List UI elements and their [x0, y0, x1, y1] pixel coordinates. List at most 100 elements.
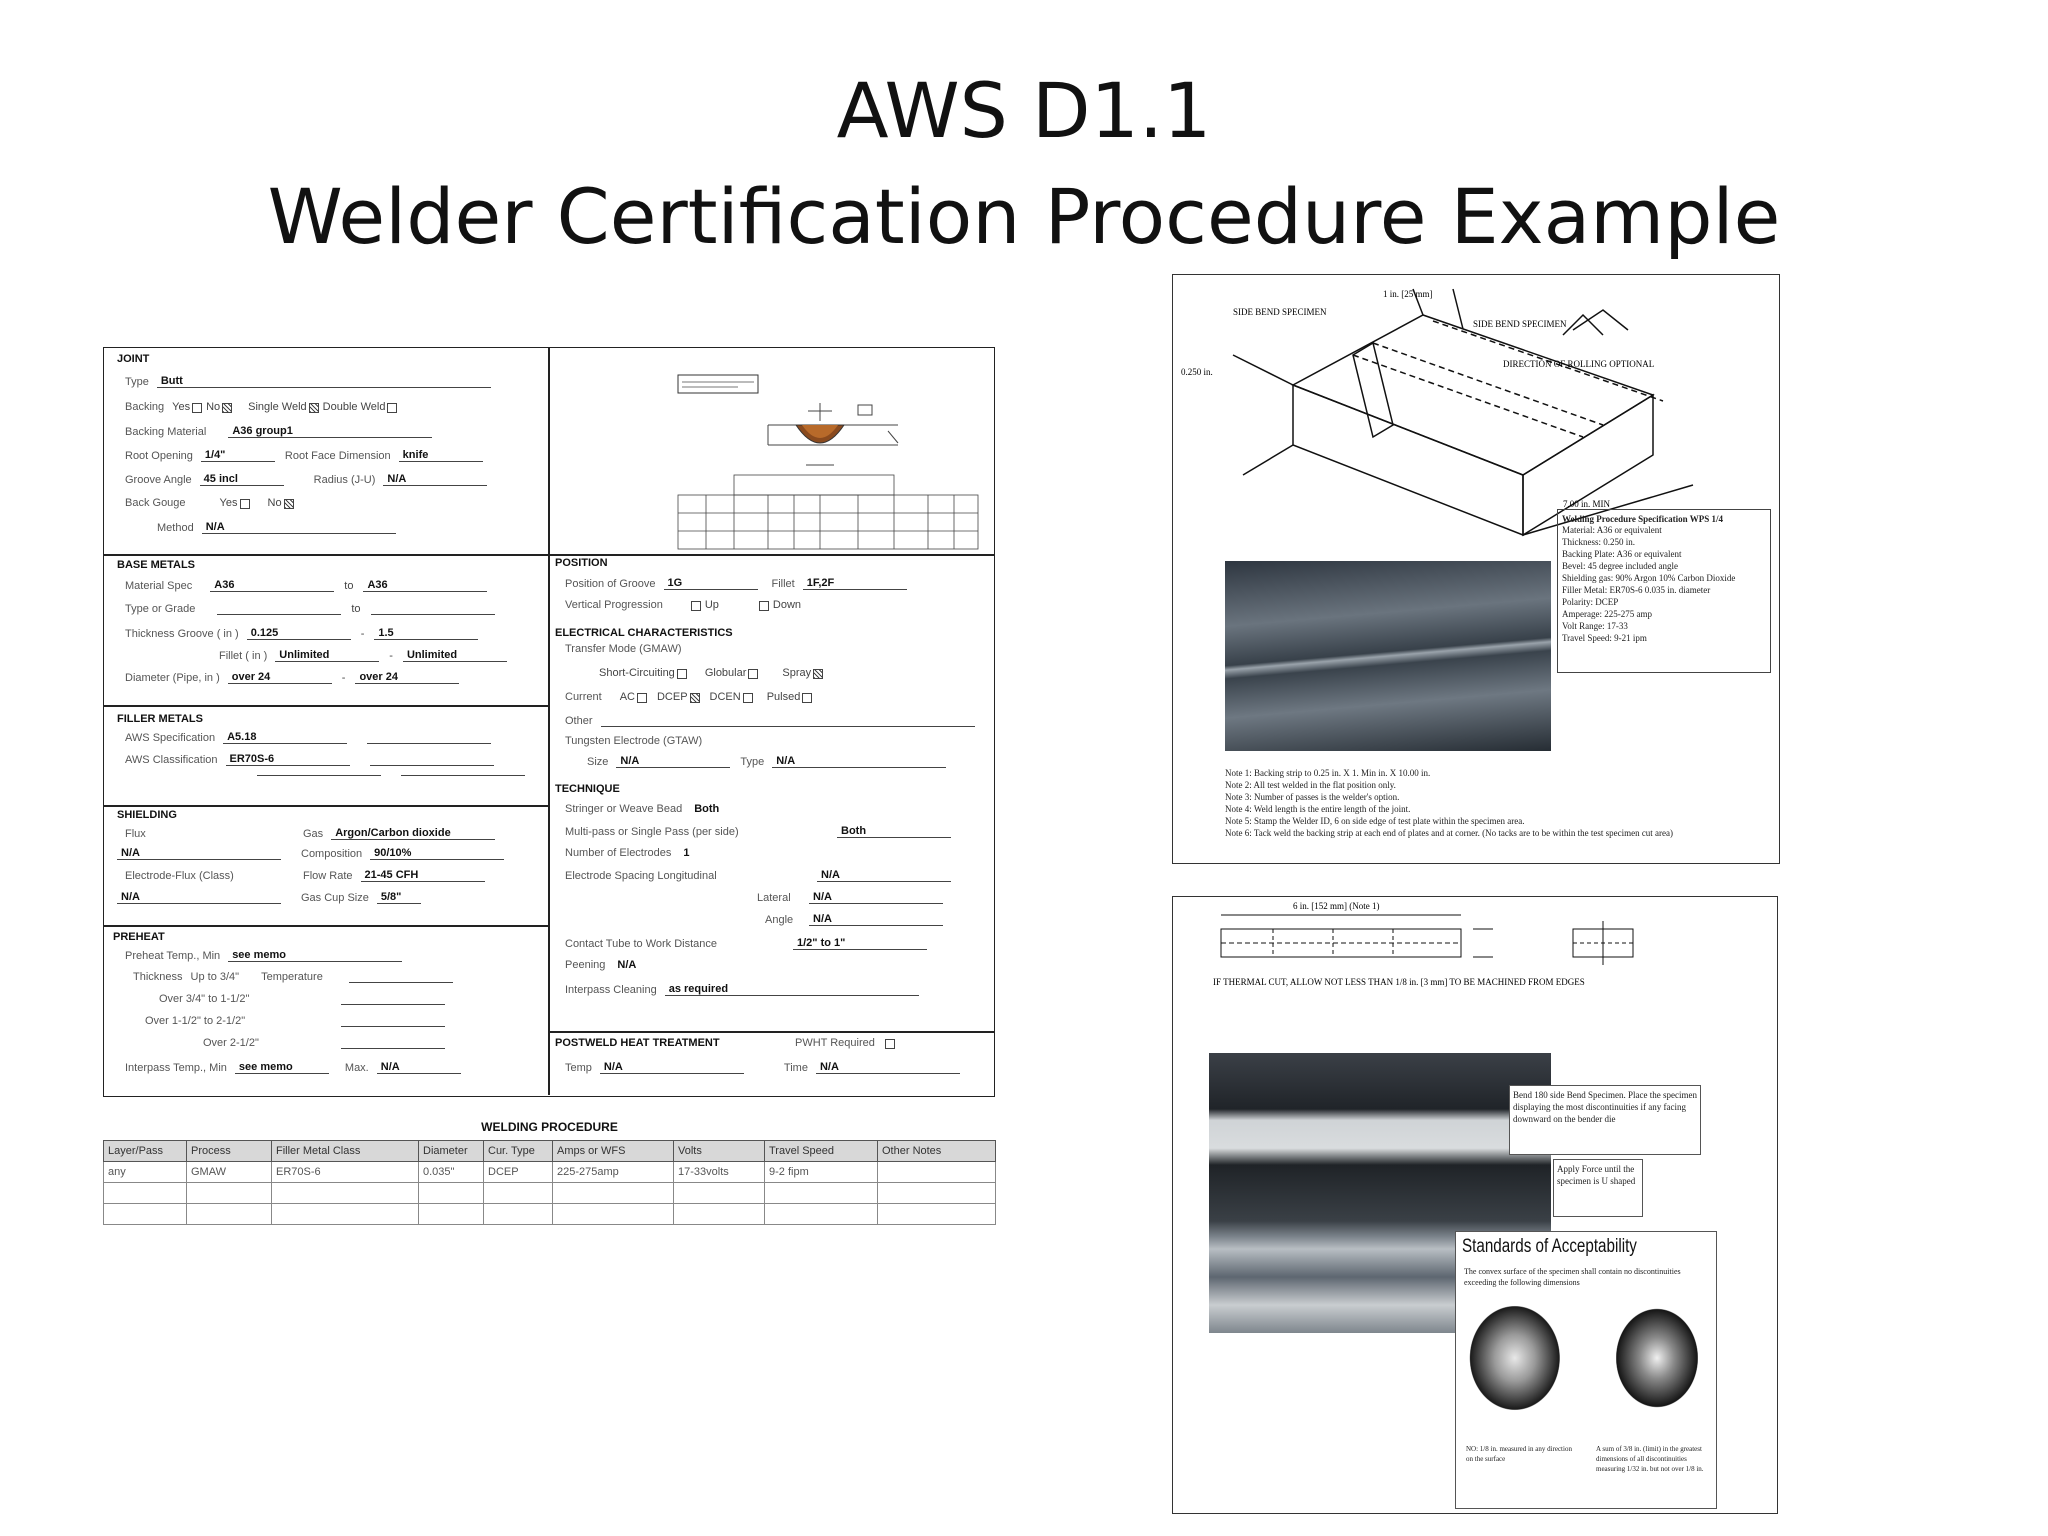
electrode-flux-value: N/A	[117, 891, 281, 904]
fillet-min: Unlimited	[275, 649, 380, 662]
type-grade-value2	[370, 614, 495, 615]
aws-extra-field	[257, 775, 381, 776]
double-weld: Double Weld	[322, 401, 386, 413]
checkbox	[689, 693, 700, 703]
root-face-value: knife	[398, 449, 483, 462]
current-label: Current	[565, 691, 602, 703]
table-row: any GMAW ER70S-6 0.035" DCEP 225-275amp …	[103, 1161, 996, 1183]
backing-no: No	[206, 401, 221, 413]
joint-detail-sketch	[677, 374, 979, 550]
joint-heading: JOINT	[117, 353, 150, 365]
checkbox	[742, 693, 753, 703]
table-header-row: Layer/Pass Process Filler Metal Class Di…	[103, 1140, 996, 1162]
short-circuiting-label: Short-Circuiting	[599, 667, 675, 679]
note-line: Note 4: Weld length is the entire length…	[1225, 804, 1411, 814]
table-cell: 225-275amp	[552, 1161, 674, 1183]
checkbox	[239, 499, 250, 509]
backing-label: Backing	[125, 401, 165, 413]
material-spec-value2: A36	[363, 579, 488, 592]
welded-plate-photo	[1225, 561, 1551, 751]
interpass-cleaning-value: as required	[664, 983, 919, 996]
table-cell: 9-2 fipm	[764, 1161, 878, 1183]
slide-title-line1: AWS D1.1	[836, 66, 1212, 155]
peening-label: Peening	[565, 959, 606, 971]
rolling-direction-label: DIRECTION OF ROLLING OPTIONAL	[1503, 359, 1654, 369]
divider	[103, 554, 549, 556]
column-header: Travel Speed	[764, 1140, 878, 1162]
checkbox	[387, 403, 398, 413]
wps-summary-line: Thickness: 0.250 in.	[1562, 537, 1635, 547]
method-value: N/A	[201, 521, 396, 534]
type-label: Type	[125, 376, 149, 388]
vertical-progression-label: Vertical Progression	[565, 599, 663, 611]
to-label: to	[344, 580, 354, 592]
column-header: Cur. Type	[483, 1140, 553, 1162]
lateral-label: Lateral	[757, 892, 791, 904]
wps-summary-line: Filler Metal: ER70S-6 0.035 in. diameter	[1562, 585, 1711, 595]
checkbox	[748, 669, 759, 679]
other-value	[600, 726, 975, 727]
shielding-heading: SHIELDING	[117, 809, 177, 821]
size-label: Size	[587, 756, 609, 768]
checkbox	[192, 403, 203, 413]
diameter-min: over 24	[227, 671, 332, 684]
max-value: N/A	[376, 1061, 461, 1074]
to-label: to	[351, 603, 361, 615]
up-to-label: Up to 3/4"	[190, 971, 240, 983]
pwht-temp-label: Temp	[565, 1062, 592, 1074]
wps-summary-line: Bevel: 45 degree included angle	[1562, 561, 1678, 571]
position-groove-label: Position of Groove	[565, 578, 656, 590]
column-header: Other Notes	[877, 1140, 996, 1162]
groove-angle-value: 45 incl	[199, 473, 284, 486]
caption-left: NO: 1/8 in. measured in any direction on…	[1466, 1445, 1572, 1463]
wps-summary-line: Volt Range: 17-33	[1562, 621, 1628, 631]
root-opening-value: 1/4"	[200, 449, 275, 462]
table-cell: 0.035"	[418, 1161, 484, 1183]
electrodes-value: 1	[683, 847, 690, 859]
standards-of-acceptability-panel: Standards of Acceptability The convex su…	[1455, 1231, 1717, 1509]
ctwd-label: Contact Tube to Work Distance	[565, 938, 718, 950]
checkbox	[813, 669, 824, 679]
note-line: Note 5: Stamp the Welder ID, 6 on side e…	[1225, 816, 1525, 826]
bend-instruction-text: Bend 180 side Bend Specimen. Place the s…	[1513, 1090, 1697, 1124]
divider	[548, 1031, 994, 1033]
thickness-label: Thickness	[133, 971, 183, 983]
thickness-label: Thickness Groove ( in )	[125, 628, 239, 640]
backing-material-value: A36 group1	[228, 425, 433, 438]
pwht-temp-value: N/A	[599, 1061, 744, 1074]
radius-label: Radius (J-U)	[313, 474, 376, 486]
root-face-label: Root Face Dimension	[284, 450, 391, 462]
bend-instruction-box: Bend 180 side Bend Specimen. Place the s…	[1509, 1085, 1701, 1155]
wps-summary-box: Welding Procedure Specification WPS 1/4 …	[1557, 509, 1771, 673]
checkbox	[636, 693, 647, 703]
stringer-label: Stringer or Weave Bead	[565, 803, 683, 815]
form-divider	[548, 347, 550, 1095]
tungsten-type-label: Type	[740, 756, 765, 768]
diameter-label: Diameter (Pipe, in )	[125, 672, 220, 684]
checkbox	[283, 499, 294, 509]
dimension-1in: 1 in. [25 mm]	[1383, 289, 1433, 299]
root-opening-label: Root Opening	[125, 450, 193, 462]
checkbox	[758, 601, 769, 611]
filler-metals-heading: FILLER METALS	[117, 713, 203, 725]
wps-form: JOINT Type Butt Backing Yes No Single We…	[103, 347, 996, 1225]
note-line: Note 3: Number of passes is the welder's…	[1225, 792, 1400, 802]
diameter-max: over 24	[355, 671, 460, 684]
bend-specimen-drawing: 6 in. [152 mm] (Note 1) IF THERMAL CUT, …	[1213, 901, 1634, 987]
groove-angle-label: Groove Angle	[125, 474, 192, 486]
backing-yes: Yes	[172, 401, 191, 413]
flux-value: N/A	[117, 847, 281, 860]
method-label: Method	[157, 522, 194, 534]
radius-value: N/A	[383, 473, 488, 486]
ctwd-value: 1/2" to 1"	[793, 937, 927, 950]
note-line: Note 6: Tack weld the backing strip at e…	[1225, 828, 1674, 838]
spray-label: Spray	[782, 667, 812, 679]
preheat-temp-value: see memo	[228, 949, 403, 962]
position-groove-value: 1G	[663, 577, 758, 590]
fillet-label: Fillet ( in )	[219, 650, 268, 662]
gas-cup-value: 5/8"	[376, 891, 421, 904]
aws-extra-field2	[401, 775, 525, 776]
wps-summary-line: Amperage: 225-275 amp	[1562, 609, 1652, 619]
checkbox	[308, 403, 319, 413]
checkbox	[676, 669, 687, 679]
